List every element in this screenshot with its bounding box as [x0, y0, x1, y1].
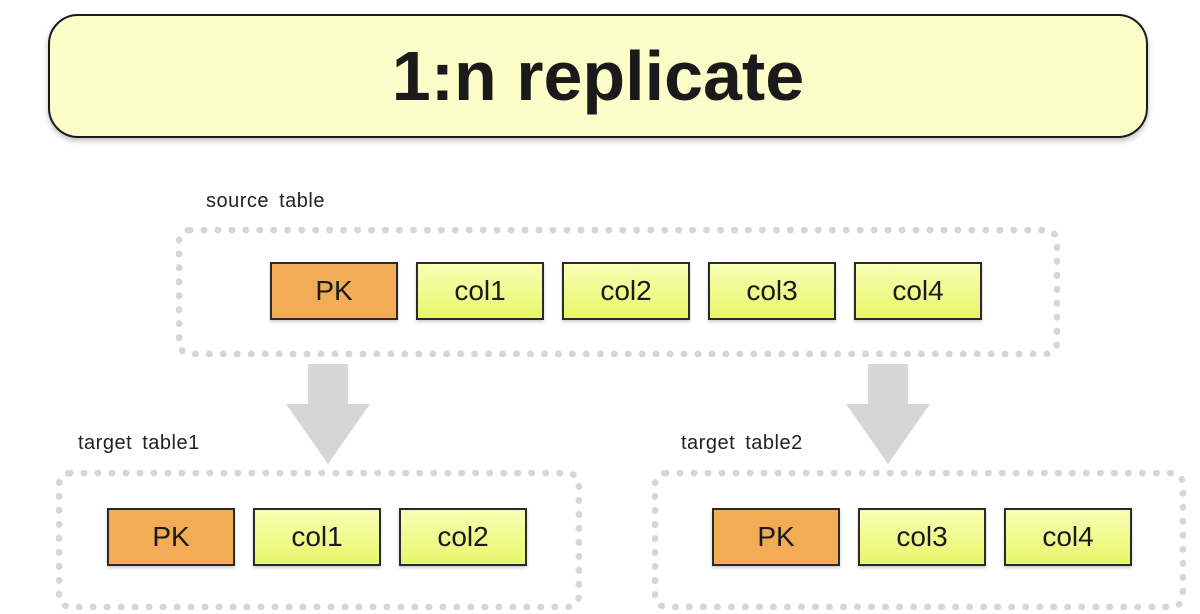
target-table2-cells: PK col3 col4: [712, 508, 1132, 566]
source-col4-cell: col4: [854, 262, 982, 320]
target2-col4-cell: col4: [1004, 508, 1132, 566]
diagram-title: 1:n replicate: [391, 37, 805, 115]
target-table1-cells: PK col1 col2: [107, 508, 527, 566]
target2-col3-cell: col3: [858, 508, 986, 566]
target-table2-label: target table2: [681, 432, 803, 454]
target1-col1-cell: col1: [253, 508, 381, 566]
target-table1-group: [56, 470, 582, 610]
source-table-group: [176, 227, 1060, 357]
source-table-cells: PK col1 col2 col3 col4: [270, 262, 982, 320]
source-col1-cell: col1: [416, 262, 544, 320]
target-table2-group: [652, 470, 1186, 610]
target2-pk-cell: PK: [712, 508, 840, 566]
source-col3-cell: col3: [708, 262, 836, 320]
target-table1-label: target table1: [78, 432, 200, 454]
title-banner: 1:n replicate: [48, 14, 1148, 138]
source-pk-cell: PK: [270, 262, 398, 320]
left-down-arrow-icon: [286, 364, 370, 464]
right-down-arrow-icon: [846, 364, 930, 464]
target1-pk-cell: PK: [107, 508, 235, 566]
target1-col2-cell: col2: [399, 508, 527, 566]
source-table-label: source table: [206, 190, 325, 212]
source-col2-cell: col2: [562, 262, 690, 320]
